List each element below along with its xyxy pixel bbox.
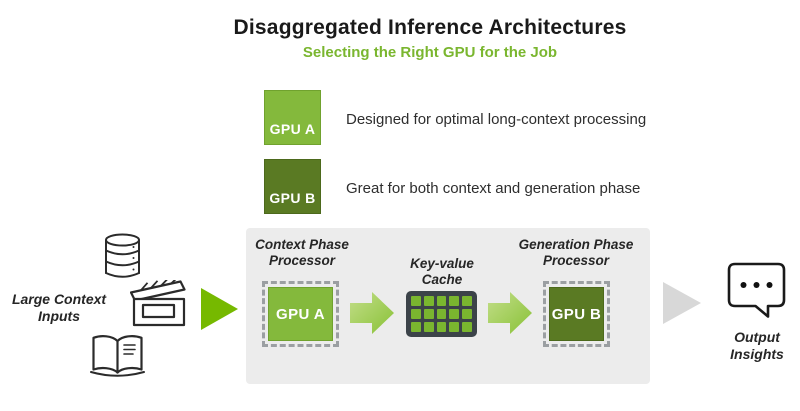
kv-cache-label: Key-value Cache <box>410 256 474 288</box>
generation-gpu-box: GPU B <box>549 287 604 341</box>
context-phase-label: Context Phase Processor <box>255 237 349 269</box>
flow-arrow-icon <box>488 292 532 334</box>
clapperboard-icon <box>130 280 186 327</box>
cache-cell <box>449 296 460 306</box>
speech-bubble-icon <box>727 262 787 320</box>
cache-cell <box>449 309 460 319</box>
output-label: Output Insights <box>730 329 784 362</box>
cache-cell <box>423 309 434 319</box>
cache-cell <box>462 296 472 306</box>
output-arrow-icon <box>663 282 701 324</box>
page-title: Disaggregated Inference Architectures <box>233 16 627 39</box>
context-gpu-label: GPU A <box>276 305 325 323</box>
generation-phase-label: Generation Phase Processor <box>518 237 634 269</box>
legend-gpu-a-label: GPU A <box>269 121 316 137</box>
legend-gpu-a-swatch: GPU A <box>264 90 321 145</box>
legend-gpu-a-description: Designed for optimal long-context proces… <box>346 111 647 128</box>
cache-cell <box>423 322 434 332</box>
legend-gpu-b-description: Great for both context and generation ph… <box>346 180 641 197</box>
cache-cell <box>436 296 447 306</box>
generation-gpu-label: GPU B <box>551 305 602 323</box>
open-book-icon <box>89 332 146 378</box>
context-gpu-slot: GPU A <box>262 281 339 347</box>
cache-cell <box>411 322 421 332</box>
input-arrow-icon <box>201 288 238 330</box>
input-label: Large Context Inputs <box>11 291 107 324</box>
context-gpu-box: GPU A <box>268 287 333 341</box>
cache-cell <box>462 309 472 319</box>
cache-cell <box>462 322 472 332</box>
legend-gpu-b-swatch: GPU B <box>264 159 321 214</box>
cache-cell <box>423 296 434 306</box>
cache-cell <box>436 309 447 319</box>
generation-gpu-slot: GPU B <box>543 281 610 347</box>
cache-cell <box>436 322 447 332</box>
flow-arrow-icon <box>350 292 394 334</box>
cache-cell <box>411 309 421 319</box>
cache-cell <box>449 322 460 332</box>
page-subtitle: Selecting the Right GPU for the Job <box>302 44 558 61</box>
cache-cell <box>411 296 421 306</box>
database-icon <box>104 233 141 280</box>
kv-cache-icon <box>406 291 477 337</box>
legend-gpu-b-label: GPU B <box>269 190 316 206</box>
